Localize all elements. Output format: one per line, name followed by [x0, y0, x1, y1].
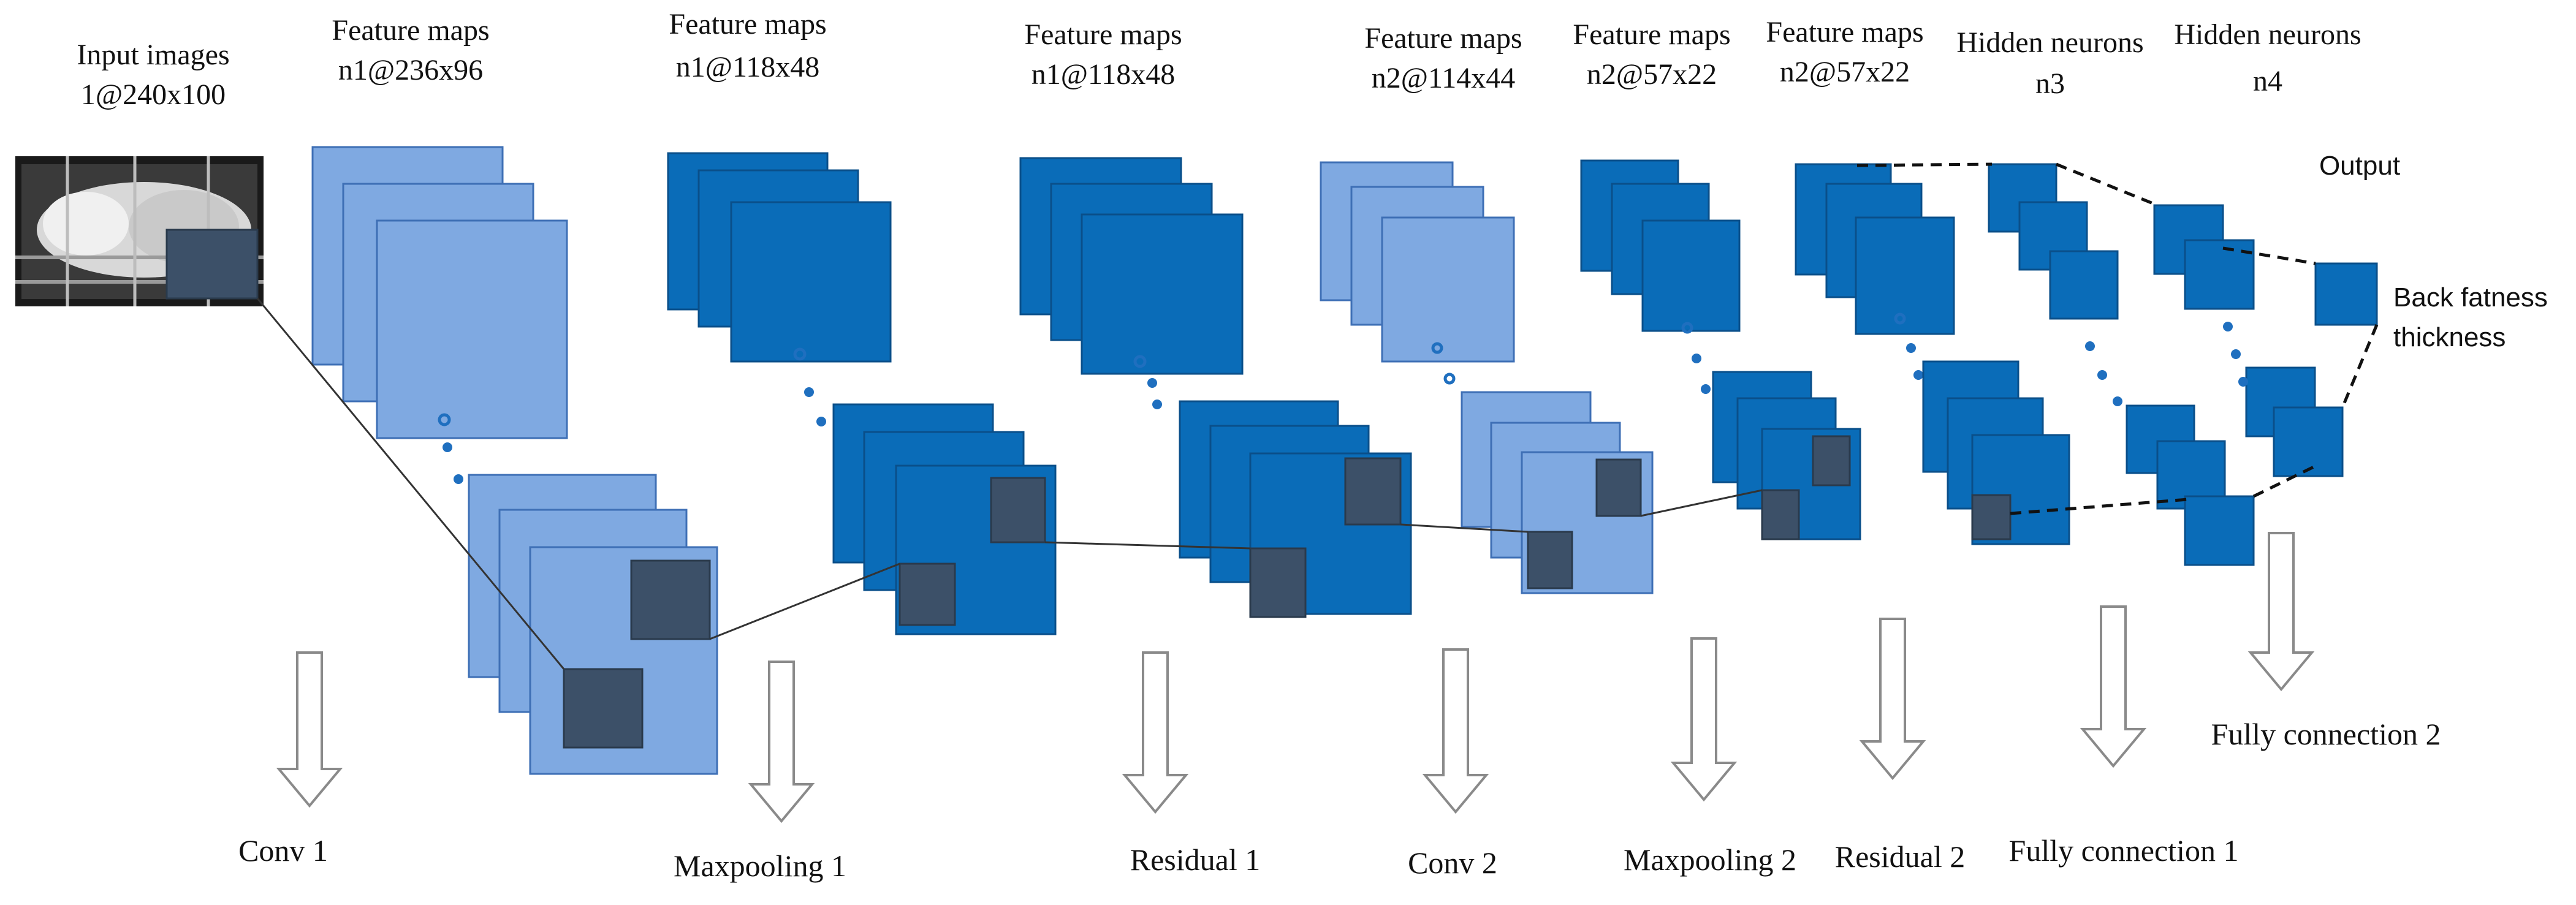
hidden-neurons-n4	[2153, 204, 2344, 566]
op-label-maxpool2: Maxpooling 2	[1624, 843, 1796, 877]
op-label-conv1: Conv 1	[238, 833, 328, 868]
arrow-residual2	[1859, 618, 1926, 781]
output-label-line2: thickness	[2393, 322, 2506, 352]
arrow-conv2	[1422, 648, 1489, 814]
header-fm6-line1: Feature maps	[1766, 16, 1923, 48]
header-fm3-line1: Feature maps	[1024, 18, 1182, 51]
header-fm2-line1: Feature maps	[669, 8, 826, 40]
header-input-line2: 1@240x100	[81, 78, 226, 111]
header-fm4-line2: n2@114x44	[1372, 62, 1515, 94]
hidden-neurons-n3	[1988, 163, 2226, 510]
header-hidden-n3-line2: n3	[2035, 67, 2065, 100]
feature-maps-res1-lower-stack	[1179, 400, 1412, 618]
header-fm6-line2: n2@57x22	[1780, 56, 1910, 88]
header-fm5-line1: Feature maps	[1573, 18, 1730, 51]
arrow-residual1	[1122, 651, 1189, 814]
op-label-residual1: Residual 1	[1130, 843, 1260, 877]
output-label-line1: Back fatness	[2393, 282, 2548, 312]
header-fm5-line2: n2@57x22	[1587, 58, 1717, 91]
header-hidden-n3-line1: Hidden neurons	[1956, 26, 2143, 59]
header-fm2-line2: n1@118x48	[676, 51, 819, 83]
op-label-residual2: Residual 2	[1835, 839, 1965, 874]
arrow-maxpool1	[748, 661, 815, 824]
arrow-fc1	[2080, 605, 2147, 768]
arrow-fc2	[2247, 532, 2315, 692]
operation-labels: Conv 1 Maxpooling 1 Residual 1 Conv 2 Ma…	[238, 717, 2441, 883]
feature-maps-res2-stack	[1795, 163, 1955, 335]
down-arrows	[276, 532, 2315, 824]
output-title: Output	[2319, 151, 2400, 181]
header-input-line1: Input images	[77, 39, 229, 71]
input-image	[15, 156, 264, 306]
feature-maps-pool1-stack	[667, 152, 892, 363]
arrow-maxpool2	[1670, 637, 1738, 802]
feature-maps-conv1-lower-stack	[468, 474, 718, 775]
feature-maps-conv2-stack	[1320, 161, 1515, 363]
header-fm3-line2: n1@118x48	[1032, 58, 1175, 91]
feature-maps-pool2-lower-stack	[1712, 371, 1861, 540]
feature-maps-res2-lower-stack	[1922, 360, 2070, 545]
op-label-fc1: Fully connection 1	[2009, 833, 2239, 868]
arrow-conv1	[276, 651, 343, 808]
header-hidden-n4-line1: Hidden neurons	[2174, 18, 2361, 51]
feature-maps-pool2-stack	[1580, 159, 1741, 332]
header-hidden-n4-line2: n4	[2253, 65, 2282, 97]
feature-maps-pool1-lower-stack	[832, 403, 1057, 635]
op-label-conv2: Conv 2	[1408, 846, 1497, 880]
feature-maps-conv1-stack	[311, 146, 568, 439]
connection-lines	[256, 162, 2379, 670]
op-label-fc2: Fully connection 2	[2211, 717, 2441, 751]
header-fm4-line1: Feature maps	[1364, 22, 1522, 55]
feature-maps-conv2-lower-stack	[1461, 391, 1654, 594]
header-fm1-line1: Feature maps	[332, 14, 489, 47]
header-fm1-line2: n1@236x96	[338, 54, 483, 86]
op-label-maxpool1: Maxpooling 1	[674, 849, 846, 883]
feature-maps-res1-stack	[1019, 157, 1244, 375]
header-labels: Input images 1@240x100 Feature maps n1@2…	[77, 8, 2548, 352]
output-neuron	[2314, 262, 2378, 326]
